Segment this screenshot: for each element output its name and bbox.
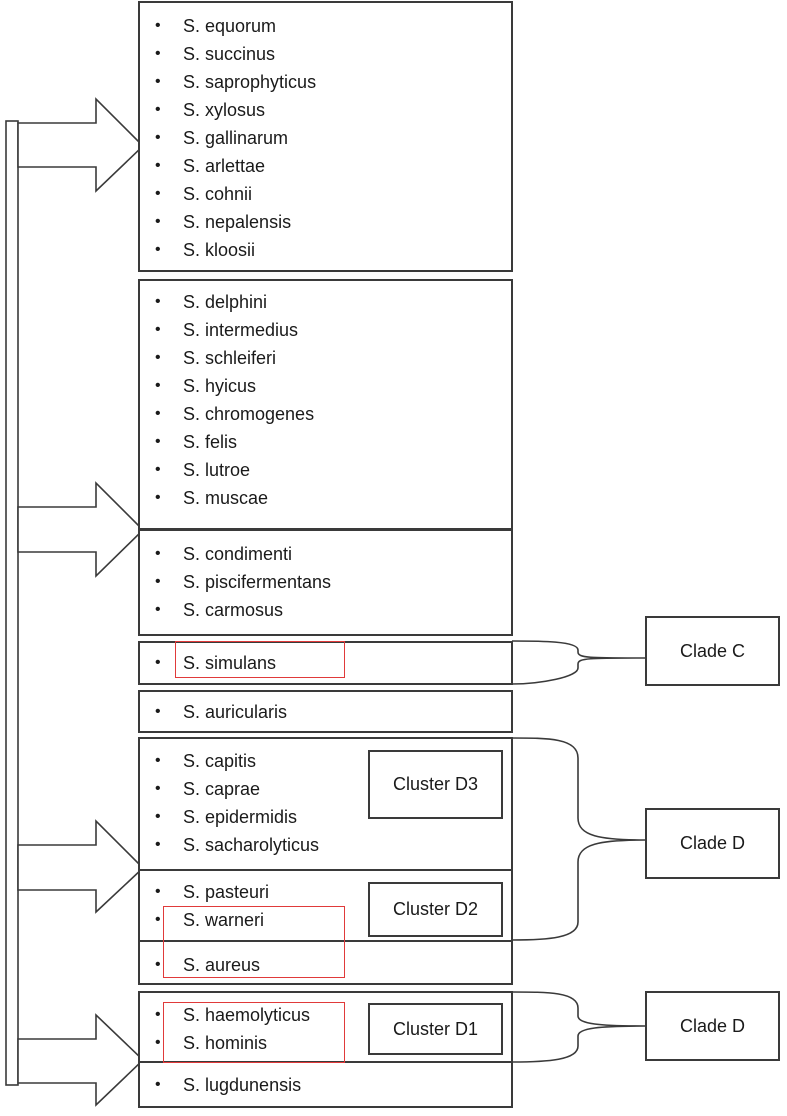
arrow-to-group-1 (17, 97, 145, 193)
bracket-clade-d-lower (511, 991, 646, 1063)
cluster-d1-label: Cluster D1 (368, 1003, 503, 1055)
highlight-warneri-aureus (163, 906, 345, 978)
bracket-clade-c (511, 640, 646, 685)
species-item: S. sacharolyticus (140, 831, 319, 859)
arrow-to-group-9-10 (17, 1013, 145, 1107)
species-group-7: S. pasteuri S. warneri (138, 869, 513, 942)
species-item: S. pasteuri (140, 878, 269, 906)
species-item: S. cohnii (140, 180, 316, 208)
species-item: S. piscifermentans (140, 568, 331, 596)
arrow-to-group-2-3 (17, 481, 145, 578)
cluster-d2-label: Cluster D2 (368, 882, 503, 937)
species-group-1: S. equorum S. succinus S. saprophyticus … (138, 1, 513, 272)
species-item: S. succinus (140, 40, 316, 68)
species-item: S. lutroe (140, 456, 314, 484)
species-item: S. saprophyticus (140, 68, 316, 96)
species-item: S. muscae (140, 484, 314, 512)
species-item: S. simulans (140, 649, 276, 677)
species-item: S. schleiferi (140, 344, 314, 372)
clade-d-upper-label: Clade D (645, 808, 780, 879)
species-group-3: S. condimenti S. piscifermentans S. carm… (138, 529, 513, 636)
species-item: S. epidermidis (140, 803, 319, 831)
arrow-to-group-6-7 (17, 819, 145, 914)
species-item: S. capitis (140, 747, 319, 775)
species-item: S. arlettae (140, 152, 316, 180)
species-item: S. auricularis (140, 698, 287, 726)
species-item: S. lugdunensis (140, 1071, 301, 1099)
species-item: S. felis (140, 428, 314, 456)
species-group-10: S. lugdunensis (138, 1061, 513, 1108)
species-item: S. aureus (140, 951, 260, 979)
cluster-d3-label: Cluster D3 (368, 750, 503, 819)
species-item: S. xylosus (140, 96, 316, 124)
species-item: S. warneri (140, 906, 269, 934)
species-group-5: S. auricularis (138, 690, 513, 733)
species-item: S. intermedius (140, 316, 314, 344)
highlight-simulans (175, 641, 345, 678)
species-item: S. haemolyticus (140, 1001, 310, 1029)
species-item: S. condimenti (140, 540, 331, 568)
clade-c-label: Clade C (645, 616, 780, 686)
species-item: S. carmosus (140, 596, 331, 624)
species-item: S. equorum (140, 12, 316, 40)
species-item: S. delphini (140, 288, 314, 316)
species-item: S. hyicus (140, 372, 314, 400)
species-item: S. hominis (140, 1029, 310, 1057)
species-item: S. caprae (140, 775, 319, 803)
species-item: S. kloosii (140, 236, 316, 264)
spine-bar (5, 120, 19, 1086)
species-item: S. gallinarum (140, 124, 316, 152)
species-item: S. nepalensis (140, 208, 316, 236)
highlight-haemolyticus-hominis (163, 1002, 345, 1063)
species-item: S. chromogenes (140, 400, 314, 428)
clade-d-lower-label: Clade D (645, 991, 780, 1061)
species-group-2: S. delphini S. intermedius S. schleiferi… (138, 279, 513, 530)
bracket-clade-d-upper (511, 737, 646, 941)
